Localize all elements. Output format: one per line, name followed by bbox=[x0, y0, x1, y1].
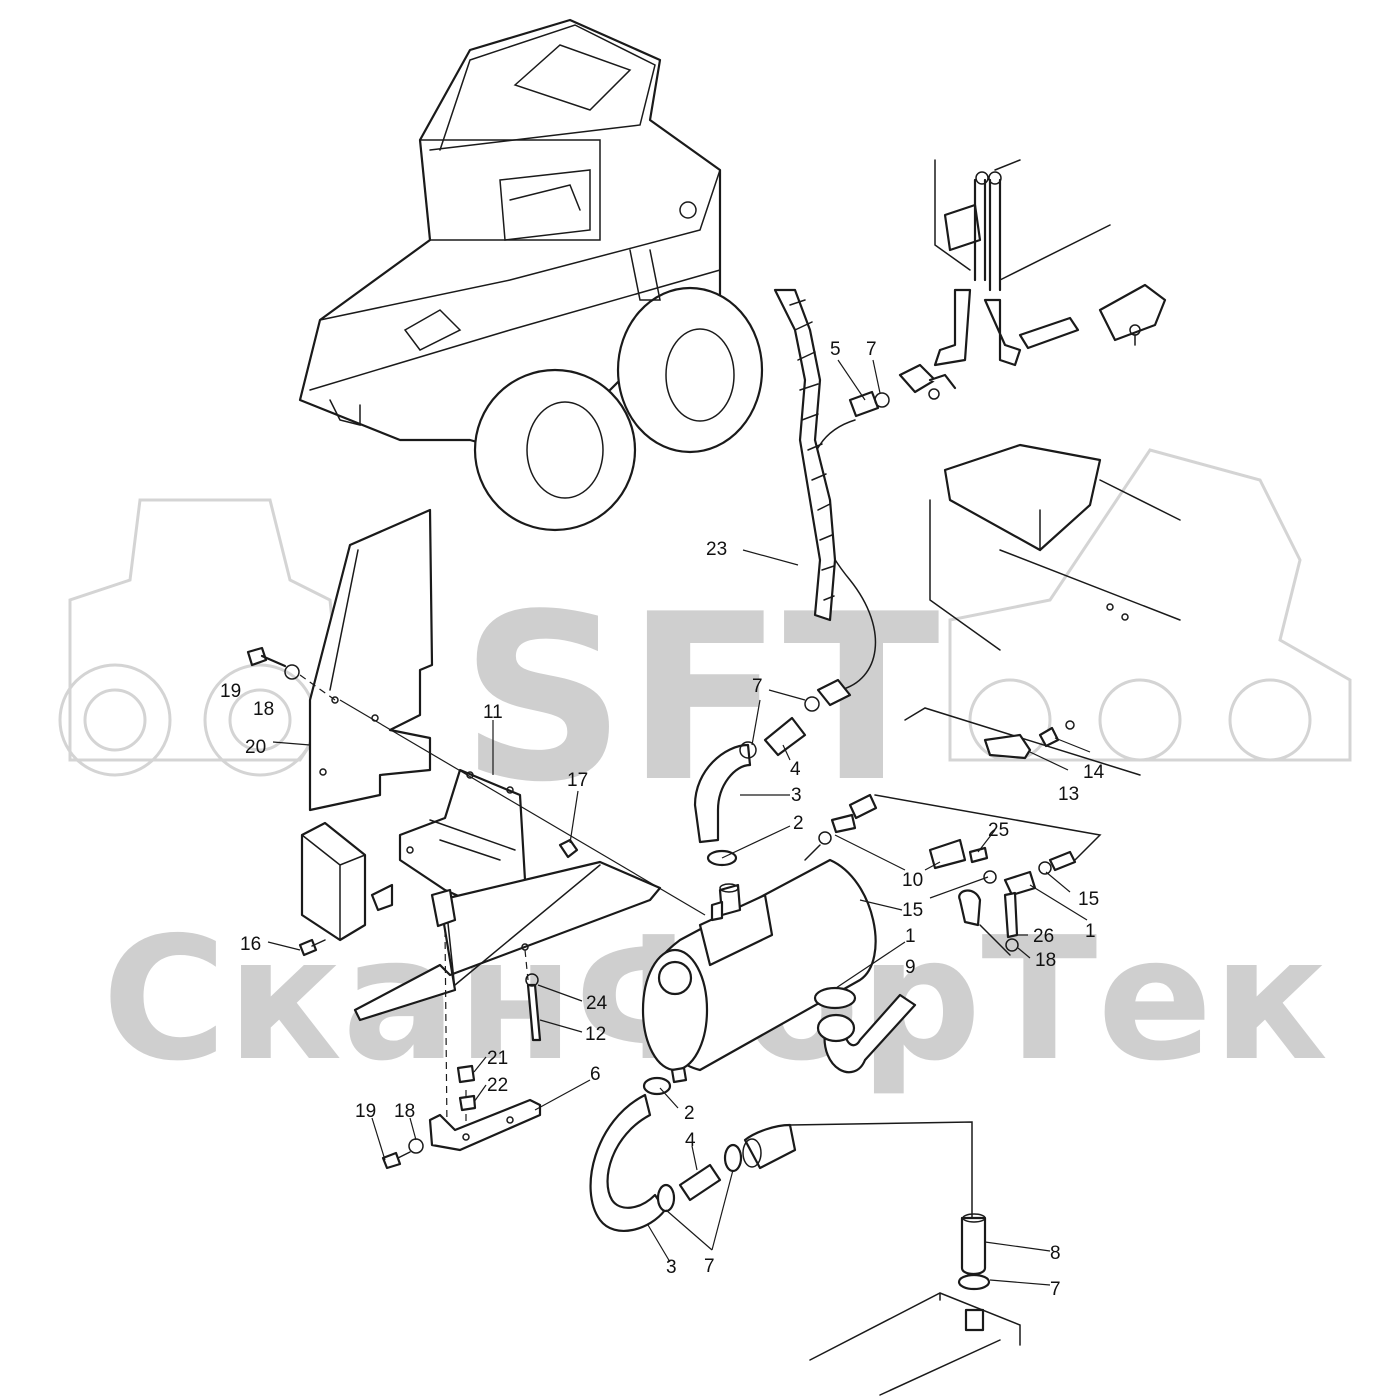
callout-2-upper: 2 bbox=[793, 813, 804, 834]
callout-7-lower: 7 bbox=[704, 1256, 715, 1277]
callout-7-mid: 7 bbox=[752, 676, 763, 697]
engine-compartment bbox=[929, 443, 1181, 651]
bolt-part-19-upper bbox=[246, 646, 336, 701]
callout-20: 20 bbox=[245, 737, 266, 758]
watermark-excavator-right-icon bbox=[948, 448, 1352, 762]
callout-11: 11 bbox=[483, 702, 503, 723]
control-box bbox=[298, 821, 394, 957]
callout-8: 8 bbox=[1050, 1243, 1061, 1264]
callout-2-lower: 2 bbox=[684, 1103, 695, 1124]
bracket-part-6 bbox=[428, 1098, 542, 1152]
callout-10: 10 bbox=[902, 870, 923, 891]
callout-4-lower: 4 bbox=[685, 1130, 696, 1151]
panel-part-20 bbox=[308, 508, 434, 812]
callout-26: 26 bbox=[1033, 926, 1054, 947]
cab-heater-assembly bbox=[898, 159, 1167, 400]
bolt-part-21 bbox=[456, 1064, 477, 1112]
callout-3-upper: 3 bbox=[791, 785, 802, 806]
callout-15-right: 15 bbox=[1078, 889, 1099, 910]
fuel-pickup-part-8 bbox=[809, 1213, 1021, 1396]
callout-16: 16 bbox=[240, 934, 261, 955]
callout-12: 12 bbox=[585, 1024, 606, 1045]
callout-9: 9 bbox=[905, 957, 916, 978]
hose-part-9 bbox=[813, 986, 917, 1074]
callout-19-lower: 19 bbox=[355, 1101, 376, 1122]
fitting-part-13 bbox=[904, 707, 1141, 776]
callout-13: 13 bbox=[1058, 784, 1079, 805]
bolt-part-19-lower bbox=[381, 1138, 424, 1170]
fuel-line-assembly bbox=[804, 793, 1102, 956]
callout-1-heater: 1 bbox=[905, 926, 916, 947]
callout-7-top: 7 bbox=[866, 339, 877, 360]
callout-24: 24 bbox=[586, 993, 608, 1014]
wheel-loader-overview bbox=[298, 18, 764, 532]
callout-21: 21 bbox=[487, 1048, 508, 1069]
hose-part-3-lower bbox=[589, 1076, 973, 1232]
callout-6: 6 bbox=[590, 1064, 601, 1085]
callout-leaders bbox=[267, 359, 1091, 1286]
callout-7-tank: 7 bbox=[1050, 1279, 1061, 1300]
heater-unit-part-1 bbox=[641, 858, 877, 1084]
callout-15-left: 15 bbox=[902, 900, 923, 921]
callout-labels: 1 1 2 2 3 3 4 4 5 6 7 7 7 7 8 9 10 11 12… bbox=[220, 339, 1105, 1300]
callout-19-upper: 19 bbox=[220, 681, 241, 702]
callout-17: 17 bbox=[567, 770, 588, 791]
callout-3-lower: 3 bbox=[666, 1257, 677, 1278]
callout-18-upper: 18 bbox=[253, 699, 274, 720]
callout-23: 23 bbox=[706, 539, 727, 560]
callout-25: 25 bbox=[988, 820, 1009, 841]
callout-18-lower: 18 bbox=[394, 1101, 415, 1122]
callout-22: 22 bbox=[487, 1075, 508, 1096]
watermark-tractor-left-icon bbox=[58, 498, 342, 777]
callout-5: 5 bbox=[830, 339, 841, 360]
callout-18-right: 18 bbox=[1035, 950, 1056, 971]
upper-hose-run bbox=[773, 288, 890, 712]
callout-14: 14 bbox=[1083, 762, 1105, 783]
callout-1-pump: 1 bbox=[1085, 921, 1096, 942]
callout-4-upper: 4 bbox=[790, 759, 801, 780]
tray-plate bbox=[353, 838, 662, 1022]
drain-hose-part-12 bbox=[525, 973, 542, 1042]
